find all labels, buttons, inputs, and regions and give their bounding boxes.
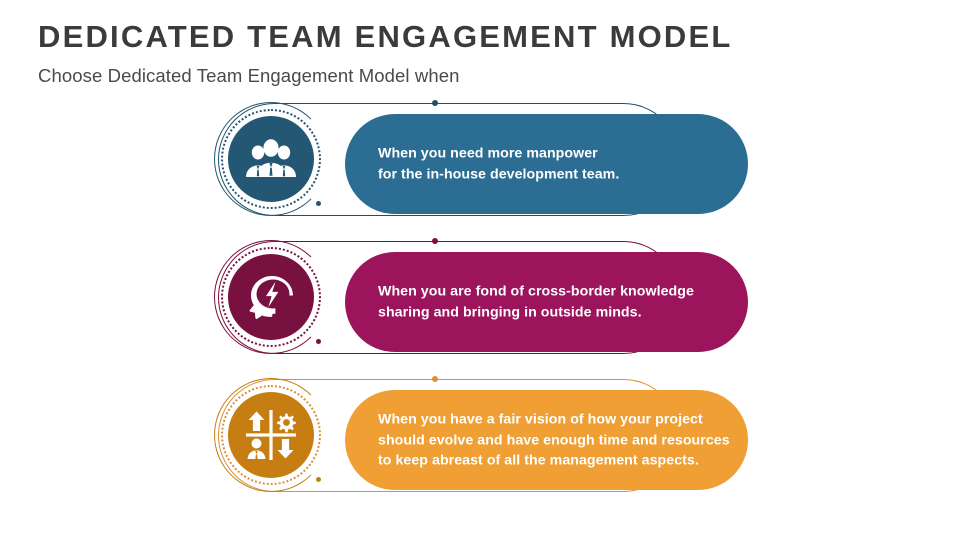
page-title: DEDICATED TEAM ENGAGEMENT MODEL	[38, 19, 733, 54]
badge-arc-endpoint-dot	[316, 477, 321, 482]
connector-dot	[432, 376, 438, 382]
badge-dotted-ring	[221, 247, 321, 347]
pill-line: to keep abreast of all the management as…	[378, 452, 699, 469]
icon-badge-manpower[interactable]	[212, 100, 330, 218]
badge-arc-ring	[214, 102, 328, 216]
text-pill-manpower[interactable]: When you need more manpower for the in-h…	[345, 114, 748, 214]
page-subtitle: Choose Dedicated Team Engagement Model w…	[38, 65, 460, 86]
icon-badge-vision[interactable]	[212, 376, 330, 494]
pill-text-vision: When you have a fair vision of how your …	[378, 409, 730, 471]
team-group-icon	[228, 116, 314, 202]
badge-arc-endpoint-dot	[316, 201, 321, 206]
text-pill-knowledge[interactable]: When you are fond of cross-border knowle…	[345, 252, 748, 352]
pill-line: When you have a fair vision of how your …	[378, 411, 703, 428]
connector-dot	[432, 100, 438, 106]
badge-arc-ring	[214, 240, 328, 354]
badge-arc-ring	[214, 378, 328, 492]
pill-text-knowledge: When you are fond of cross-border knowle…	[378, 282, 726, 323]
pill-line: When you are fond of cross-border knowle…	[378, 283, 694, 300]
badge-dotted-ring	[221, 109, 321, 209]
text-pill-vision[interactable]: When you have a fair vision of how your …	[345, 390, 748, 490]
slide-header: DEDICATED TEAM ENGAGEMENT MODEL Choose D…	[38, 18, 918, 88]
connector-dot	[432, 238, 438, 244]
head-lightning-idea-icon	[228, 254, 314, 340]
pill-text-manpower: When you need more manpower for the in-h…	[378, 144, 726, 185]
row-knowledge[interactable]: When you are fond of cross-border knowle…	[0, 238, 960, 366]
badge-arc-endpoint-dot	[316, 339, 321, 344]
pill-line: When you need more manpower	[378, 145, 598, 162]
pill-line: sharing and bringing in outside minds.	[378, 304, 642, 320]
management-quadrant-icon	[228, 392, 314, 478]
pill-line: for the in-house development team.	[378, 166, 620, 182]
pill-line: should evolve and have enough time and r…	[378, 431, 730, 448]
icon-badge-knowledge[interactable]	[212, 238, 330, 356]
badge-dotted-ring	[221, 385, 321, 485]
row-vision[interactable]: When you have a fair vision of how your …	[0, 376, 960, 504]
row-manpower[interactable]: When you need more manpower for the in-h…	[0, 100, 960, 228]
